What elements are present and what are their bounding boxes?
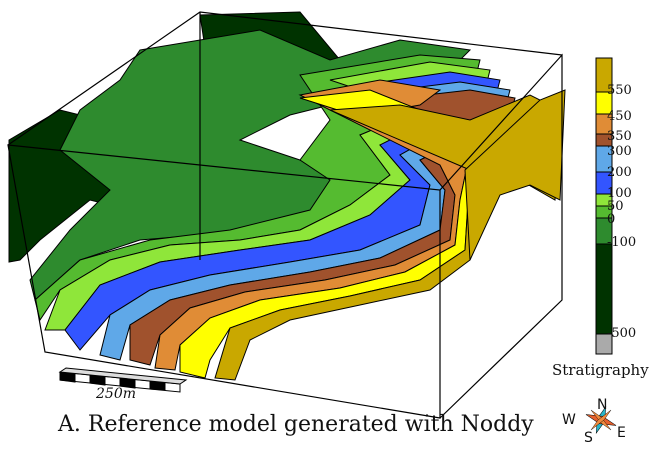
block-outline bbox=[7, 11, 563, 419]
compass-rose-icon bbox=[585, 405, 617, 435]
legend-tick-100: 100 bbox=[607, 186, 632, 201]
legend-tick-450: 450 bbox=[607, 109, 632, 124]
scale-bar-label: 250m bbox=[96, 386, 136, 402]
legend-tick-200: 200 bbox=[607, 165, 632, 180]
legend-swatch-darkgreen bbox=[595, 243, 613, 335]
compass-north-label: N bbox=[597, 397, 608, 413]
legend-title: Stratigraphy bbox=[552, 361, 649, 379]
legend-tick-minus500: -500 bbox=[607, 326, 637, 341]
legend-tick-550: 550 bbox=[607, 83, 632, 98]
legend-swatch-gray bbox=[595, 333, 613, 355]
legend-tick-minus100: -100 bbox=[607, 235, 637, 250]
compass-east-label: E bbox=[617, 425, 626, 441]
compass-south-label: S bbox=[584, 430, 593, 446]
legend-tick-0: 0 bbox=[607, 212, 616, 227]
figure-caption: A. Reference model generated with Noddy bbox=[58, 412, 534, 437]
scale-bar bbox=[58, 367, 188, 393]
legend-tick-50: 50 bbox=[607, 199, 624, 214]
compass-west-label: W bbox=[562, 412, 576, 428]
geology-layers bbox=[8, 11, 566, 381]
layer-right-face bbox=[464, 89, 566, 261]
legend-colorbar bbox=[595, 57, 613, 355]
legend-tick-350: 350 bbox=[607, 129, 632, 144]
legend-tick-300: 300 bbox=[607, 144, 632, 159]
